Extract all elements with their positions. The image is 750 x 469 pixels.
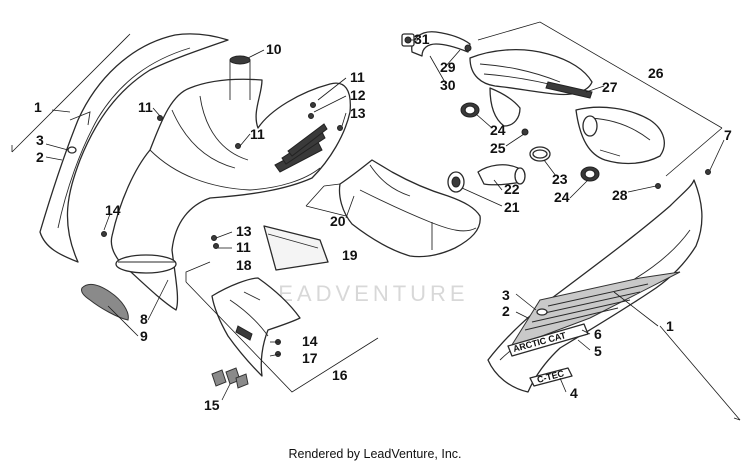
callout-2-left: 2 xyxy=(36,149,44,165)
callout-9: 9 xyxy=(140,328,148,344)
render-credit: Rendered by LeadVenture, Inc. xyxy=(288,447,462,461)
callout-31: 31 xyxy=(414,31,430,47)
callout-27: 27 xyxy=(602,79,618,95)
right-bracket xyxy=(613,291,741,421)
callout-15: 15 xyxy=(204,397,220,413)
left-bracket xyxy=(11,33,131,161)
callout-26: 26 xyxy=(648,65,664,81)
callout-21: 21 xyxy=(504,199,520,215)
callout-24-a: 24 xyxy=(490,122,506,138)
intake-boot xyxy=(447,164,526,193)
callout-24-b: 24 xyxy=(554,189,570,205)
callout-10: 10 xyxy=(266,41,282,57)
callout-28: 28 xyxy=(612,187,628,203)
nose-grille xyxy=(81,284,129,321)
callout-22: 22 xyxy=(504,181,520,197)
vent-hose xyxy=(401,31,472,57)
callout-17: 17 xyxy=(302,350,318,366)
callout-1-right: 1 xyxy=(666,318,674,334)
callout-labels: 1 3 2 11 10 11 12 13 11 14 13 11 18 8 9 … xyxy=(34,31,732,413)
seal-ring-right xyxy=(580,166,600,182)
callout-18: 18 xyxy=(236,257,252,273)
left-side-panel xyxy=(39,33,229,263)
callout-12: 12 xyxy=(350,87,366,103)
callout-5: 5 xyxy=(594,343,602,359)
bracket-26 xyxy=(477,21,723,177)
bracket-16 xyxy=(185,261,379,393)
callout-3-right: 3 xyxy=(502,287,510,303)
callout-3-left: 3 xyxy=(36,132,44,148)
lower-belly-pan xyxy=(211,277,301,377)
callout-20: 20 xyxy=(330,213,346,229)
fasteners xyxy=(101,102,711,357)
callout-25: 25 xyxy=(490,140,506,156)
callout-6: 6 xyxy=(594,326,602,342)
callout-11-d: 11 xyxy=(236,239,251,255)
right-side-panel xyxy=(487,179,703,393)
callout-4: 4 xyxy=(570,385,578,401)
seal-ring-left xyxy=(460,102,480,118)
callout-7: 7 xyxy=(724,127,732,143)
callout-11-b: 11 xyxy=(350,69,365,85)
callout-19: 19 xyxy=(342,247,358,263)
callout-11-a: 11 xyxy=(138,99,153,115)
callout-13-a: 13 xyxy=(350,105,366,121)
hood-assembly xyxy=(110,55,351,311)
duct-clamp xyxy=(529,146,551,162)
callout-29: 29 xyxy=(440,59,456,75)
callout-11-c: 11 xyxy=(250,126,265,142)
mounting-clip-set xyxy=(211,367,249,389)
callout-14-a: 14 xyxy=(105,202,121,218)
callout-13-b: 13 xyxy=(236,223,252,239)
air-intake-lower xyxy=(575,106,665,165)
intake-grille-27 xyxy=(545,81,593,99)
callout-2-right: 2 xyxy=(502,303,510,319)
callout-23: 23 xyxy=(552,171,568,187)
callout-14-b: 14 xyxy=(302,333,318,349)
bracket-19 xyxy=(305,183,347,217)
callout-8: 8 xyxy=(140,311,148,327)
air-box-tray xyxy=(338,159,481,258)
windshield-panel xyxy=(263,225,329,271)
small-grommet xyxy=(521,128,529,136)
callout-16: 16 xyxy=(332,367,348,383)
callout-1-left: 1 xyxy=(34,99,42,115)
watermark: LEADVENTURE xyxy=(262,281,469,306)
leader-lines xyxy=(103,39,725,401)
callout-30: 30 xyxy=(440,77,456,93)
